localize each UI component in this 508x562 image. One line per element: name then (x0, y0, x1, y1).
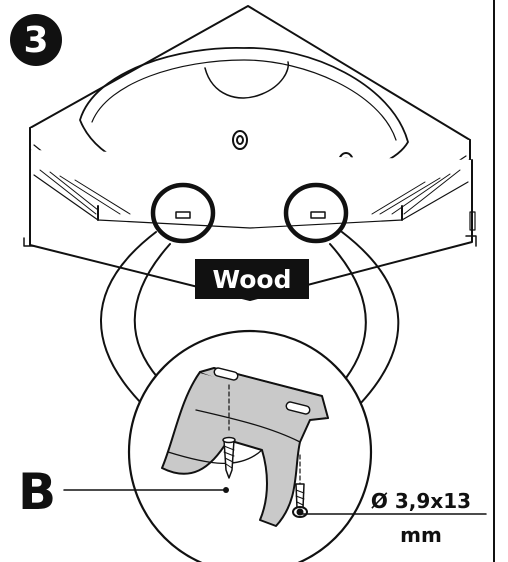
step-number: 3 (23, 19, 49, 61)
bathtub-skirt (29, 149, 473, 301)
callout-ring-right (283, 182, 349, 244)
jet-left (232, 130, 248, 150)
material-label: Wood (195, 259, 309, 299)
wood-block-left (175, 211, 191, 219)
bracket-slot-2 (285, 401, 311, 415)
screw-size-label: Ø 3,9x13 (370, 489, 472, 513)
wood-block-right (310, 211, 326, 219)
step-number-badge: 3 (10, 14, 62, 66)
callout-ring-left (150, 182, 216, 244)
material-label-text: Wood (212, 264, 292, 294)
screw-2 (292, 483, 308, 518)
callout-leader-right (329, 231, 400, 405)
screw-1 (222, 436, 236, 479)
page-border-right (493, 0, 495, 562)
bracket-slot-1 (213, 367, 239, 381)
screw-size-unit: mm (400, 523, 442, 547)
part-letter-b: B (18, 463, 57, 521)
callout-leader-left (100, 231, 171, 405)
